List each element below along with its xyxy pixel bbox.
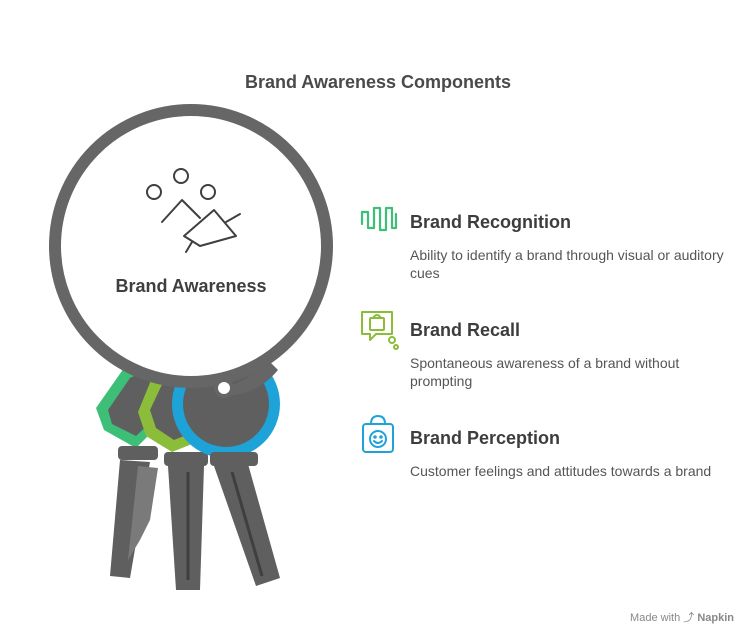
ring-link xyxy=(228,360,278,396)
hub-label: Brand Awareness xyxy=(115,276,267,296)
hub-ring xyxy=(49,104,333,388)
footer-brand: Napkin xyxy=(697,612,734,624)
item-heading: Brand Perception xyxy=(410,428,561,448)
megaphone-people-icon xyxy=(146,168,241,253)
item-description: Customer feelings and attitudes towards … xyxy=(410,463,712,479)
napkin-logo-icon: ⤴ xyxy=(683,612,695,624)
item-heading: Brand Recognition xyxy=(410,212,571,232)
item-description: Spontaneous awareness of a brand without… xyxy=(410,355,680,389)
item-heading: Brand Recall xyxy=(410,320,521,340)
item-description: Ability to identify a brand through visu… xyxy=(410,247,724,281)
shopping-bag-thought-icon xyxy=(361,311,399,350)
footer-prefix: Made with xyxy=(630,612,681,624)
smiling-bag-icon xyxy=(362,415,394,453)
diagram-title: Brand Awareness Components xyxy=(244,72,512,92)
waveform-icon xyxy=(360,206,398,232)
made-with-napkin-footer[interactable]: Made with ⤴ Napkin xyxy=(630,609,734,625)
